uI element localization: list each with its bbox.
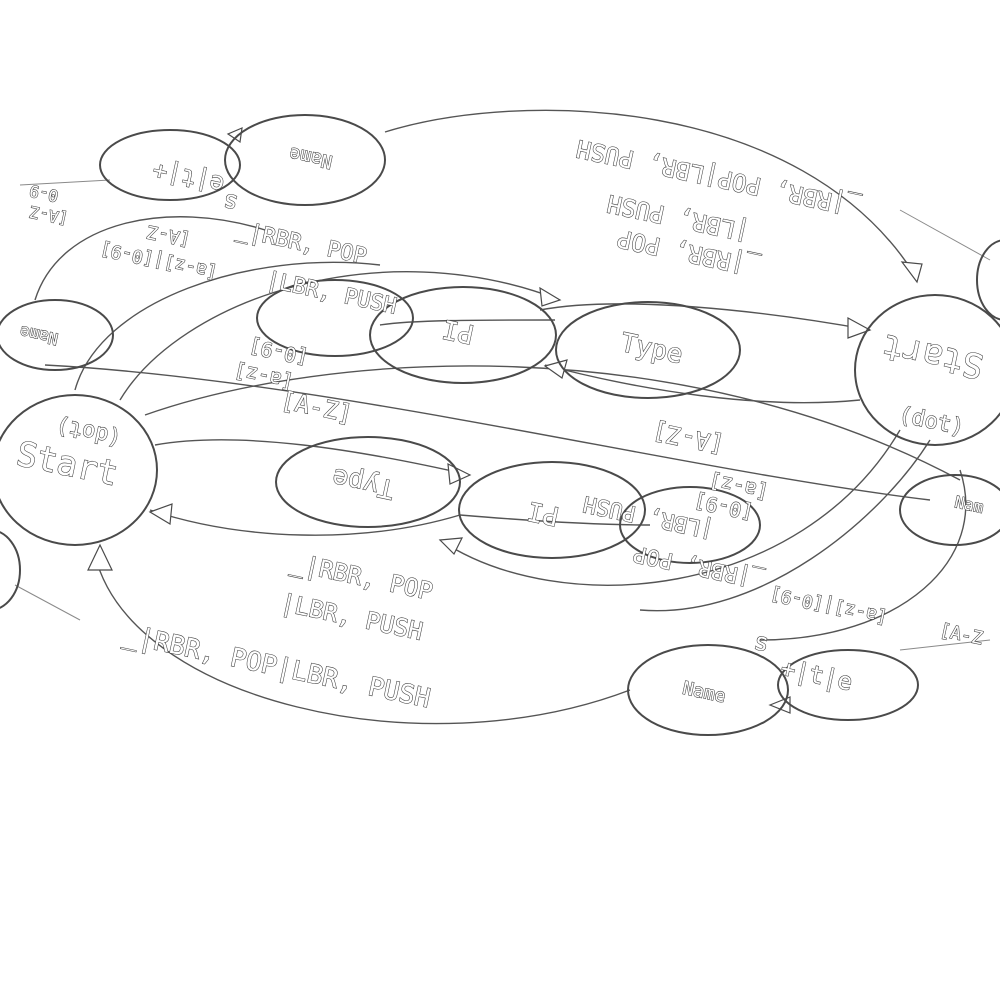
edge-start-type xyxy=(154,439,471,476)
outer-loop-bottom xyxy=(94,554,631,725)
pi-lower-label: PI xyxy=(525,495,562,531)
connector-left-bottom xyxy=(14,584,81,621)
name-left-label: Name xyxy=(18,322,60,349)
e-bottom-label: +|t|e xyxy=(778,654,854,696)
e-top-label: e|t|+ xyxy=(150,157,226,199)
edge-pi-lower xyxy=(459,514,651,526)
type-node-left[interactable] xyxy=(275,436,461,528)
type-left-label: Type xyxy=(330,462,397,504)
arrowhead xyxy=(438,537,464,556)
label-edge-left-1: [A-Z xyxy=(28,202,70,229)
label-s-bottom: s xyxy=(752,627,772,657)
left-edge-node[interactable] xyxy=(0,530,21,610)
connector-left-top xyxy=(19,179,111,186)
label-az09-top-1: [A-Z xyxy=(145,221,192,251)
name-bottom-label: Name xyxy=(681,678,728,708)
label-s-top: s xyxy=(220,188,240,218)
pi-upper-label: PI xyxy=(440,313,477,349)
right-edge-node[interactable] xyxy=(976,239,1000,321)
label-rbr-pop-top: _|RBR, POP xyxy=(234,218,369,270)
name-node-bottom[interactable] xyxy=(627,644,789,736)
start-right-label: Start xyxy=(878,326,986,386)
arrowhead xyxy=(900,261,923,284)
inner-loop-lower xyxy=(439,429,901,586)
pi-node-lower[interactable] xyxy=(458,461,646,559)
connector-right-top xyxy=(899,209,991,261)
e-node-bottom[interactable] xyxy=(777,649,919,721)
name-right-label: Nam xyxy=(953,492,985,517)
start-node-right[interactable] xyxy=(854,294,1000,446)
edge-pi-pi xyxy=(379,319,556,326)
edge-type-start xyxy=(149,509,461,536)
edge-long-diag xyxy=(144,365,961,481)
label-az09-bottom-2: [a-z]|[0-9] xyxy=(768,583,889,628)
name-node-top[interactable] xyxy=(224,114,386,206)
edge-type-pi xyxy=(544,364,861,404)
arrowhead xyxy=(539,286,562,307)
push-node-lower[interactable] xyxy=(619,486,761,564)
label-edge-left-2: 0-9 xyxy=(28,181,60,206)
push-node-upper[interactable] xyxy=(256,279,414,357)
label-lbr-push-top: |LBR, PUSH xyxy=(264,268,399,320)
inner-loop-upper xyxy=(119,271,561,401)
mid-loop-left xyxy=(74,261,381,391)
e-node-top[interactable] xyxy=(99,129,241,201)
type-node-center[interactable] xyxy=(555,301,741,399)
type-center-label: Type xyxy=(618,328,685,370)
arrowhead xyxy=(87,543,113,571)
outer-loop-right xyxy=(759,469,967,641)
outer-loop-left xyxy=(34,216,266,301)
connector-right-bottom xyxy=(899,639,991,651)
start-right-sub: (dot) xyxy=(896,403,966,441)
arrowhead xyxy=(847,316,872,339)
edge-pi-type xyxy=(539,303,871,331)
edge-long-diag-2 xyxy=(44,364,931,501)
name-top-label: Name xyxy=(287,143,334,173)
name-node-right[interactable] xyxy=(899,474,1000,546)
arrowhead xyxy=(148,503,173,526)
label-az-right: [A-Z] xyxy=(650,417,726,459)
mid-loop-right xyxy=(639,439,931,612)
pi-node-upper[interactable] xyxy=(369,286,557,384)
outer-loop-top xyxy=(384,109,916,276)
start-node-left[interactable] xyxy=(0,394,158,546)
name-node-left[interactable] xyxy=(0,299,114,371)
